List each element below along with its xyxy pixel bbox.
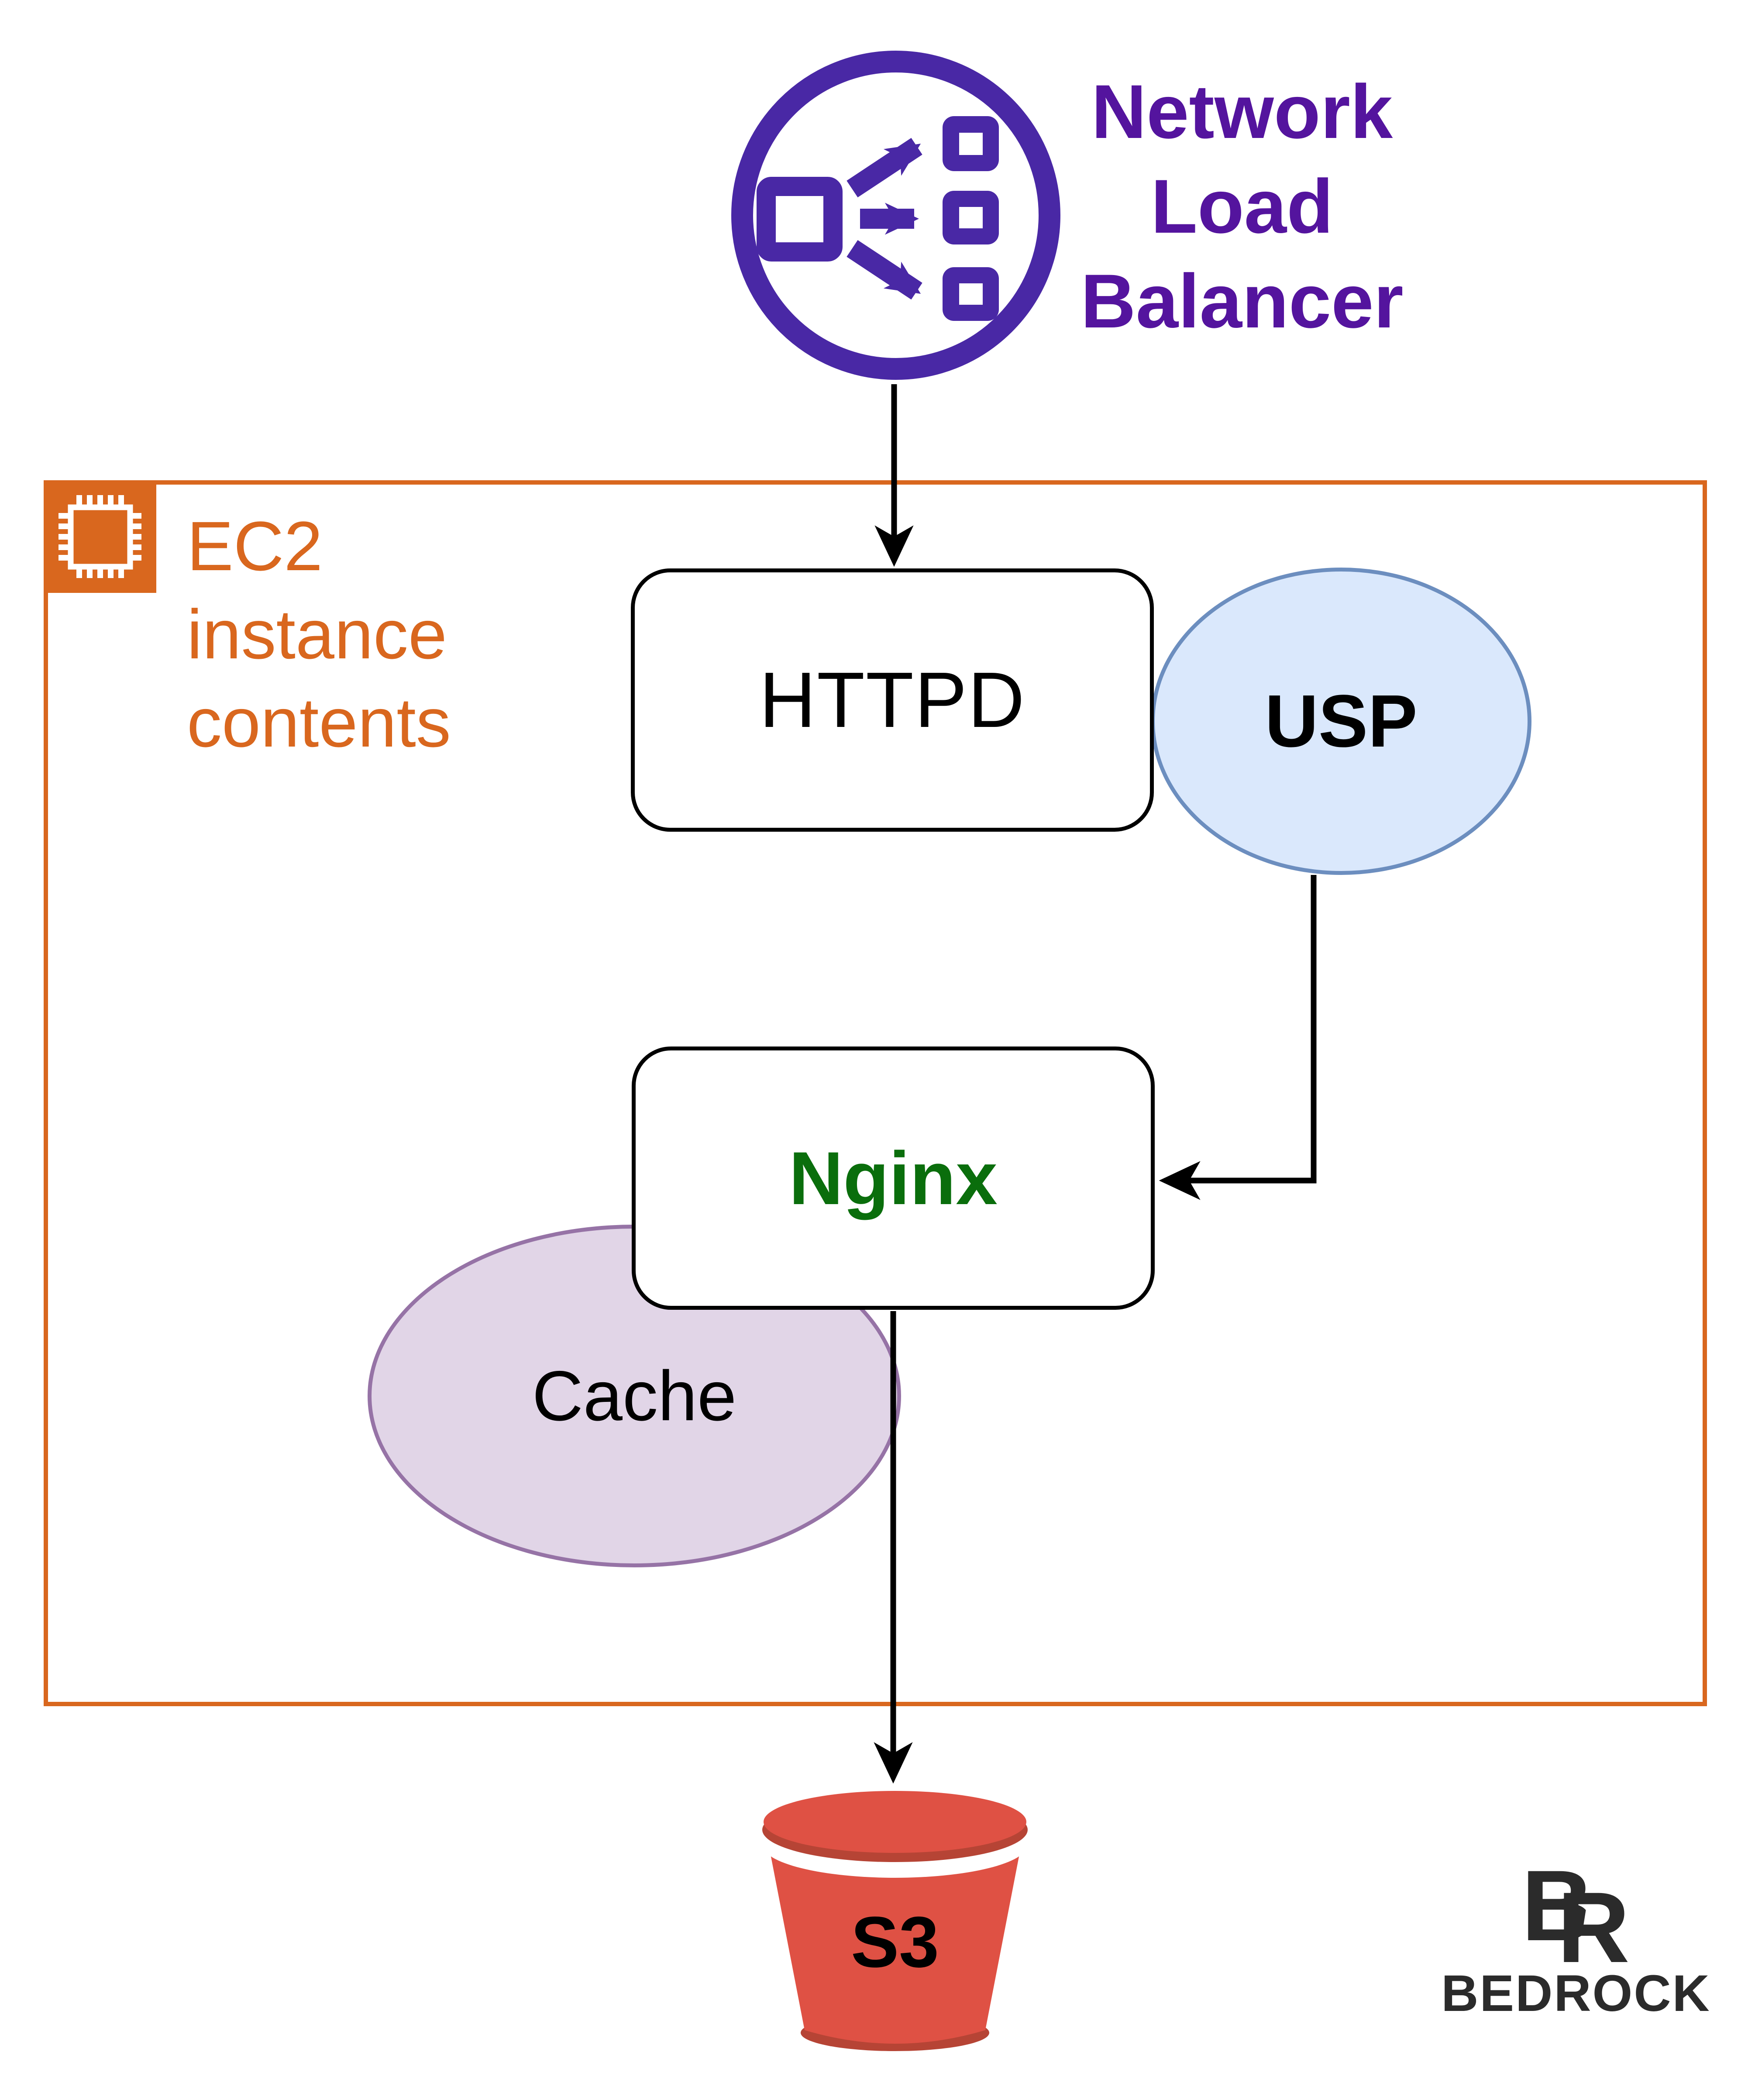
- nlb-label-line: Load: [1150, 164, 1334, 249]
- cpu-chip-icon: [58, 495, 141, 578]
- s3-bucket-icon: S3: [762, 1791, 1028, 2051]
- nlb-arrow-up: [847, 138, 922, 198]
- ec2-group-label: EC2 instance contents: [187, 502, 623, 767]
- nginx-node: Nginx: [632, 1047, 1155, 1310]
- nginx-label: Nginx: [789, 1136, 998, 1220]
- bedrock-wordmark: BEDROCK: [1441, 1965, 1711, 2022]
- nlb-label-line: Network: [1091, 69, 1393, 155]
- ec2-label-line: EC2: [187, 507, 323, 585]
- cache-label: Cache: [532, 1356, 737, 1436]
- bedrock-monogram: B R: [1521, 1850, 1631, 1978]
- httpd-label: HTTPD: [759, 656, 1025, 744]
- bedrock-logo: B R BEDROCK: [1423, 1850, 1729, 2023]
- ec2-instance-group-box: [44, 480, 1707, 1706]
- usp-node: USP: [1151, 568, 1531, 875]
- usp-label: USP: [1265, 680, 1418, 763]
- nlb-label-line: Balancer: [1081, 259, 1404, 344]
- httpd-node: HTTPD: [631, 568, 1154, 832]
- monogram-letter-r: R: [1557, 1871, 1630, 1983]
- nlb-arrow-down: [847, 240, 922, 300]
- ec2-label-line: instance: [187, 595, 447, 673]
- network-load-balancer-label: Network Load Balancer: [1065, 65, 1419, 349]
- ec2-label-line: contents: [187, 683, 451, 761]
- network-load-balancer-icon: [731, 51, 1060, 380]
- ec2-icon: [44, 480, 156, 593]
- s3-label: S3: [851, 1902, 939, 1982]
